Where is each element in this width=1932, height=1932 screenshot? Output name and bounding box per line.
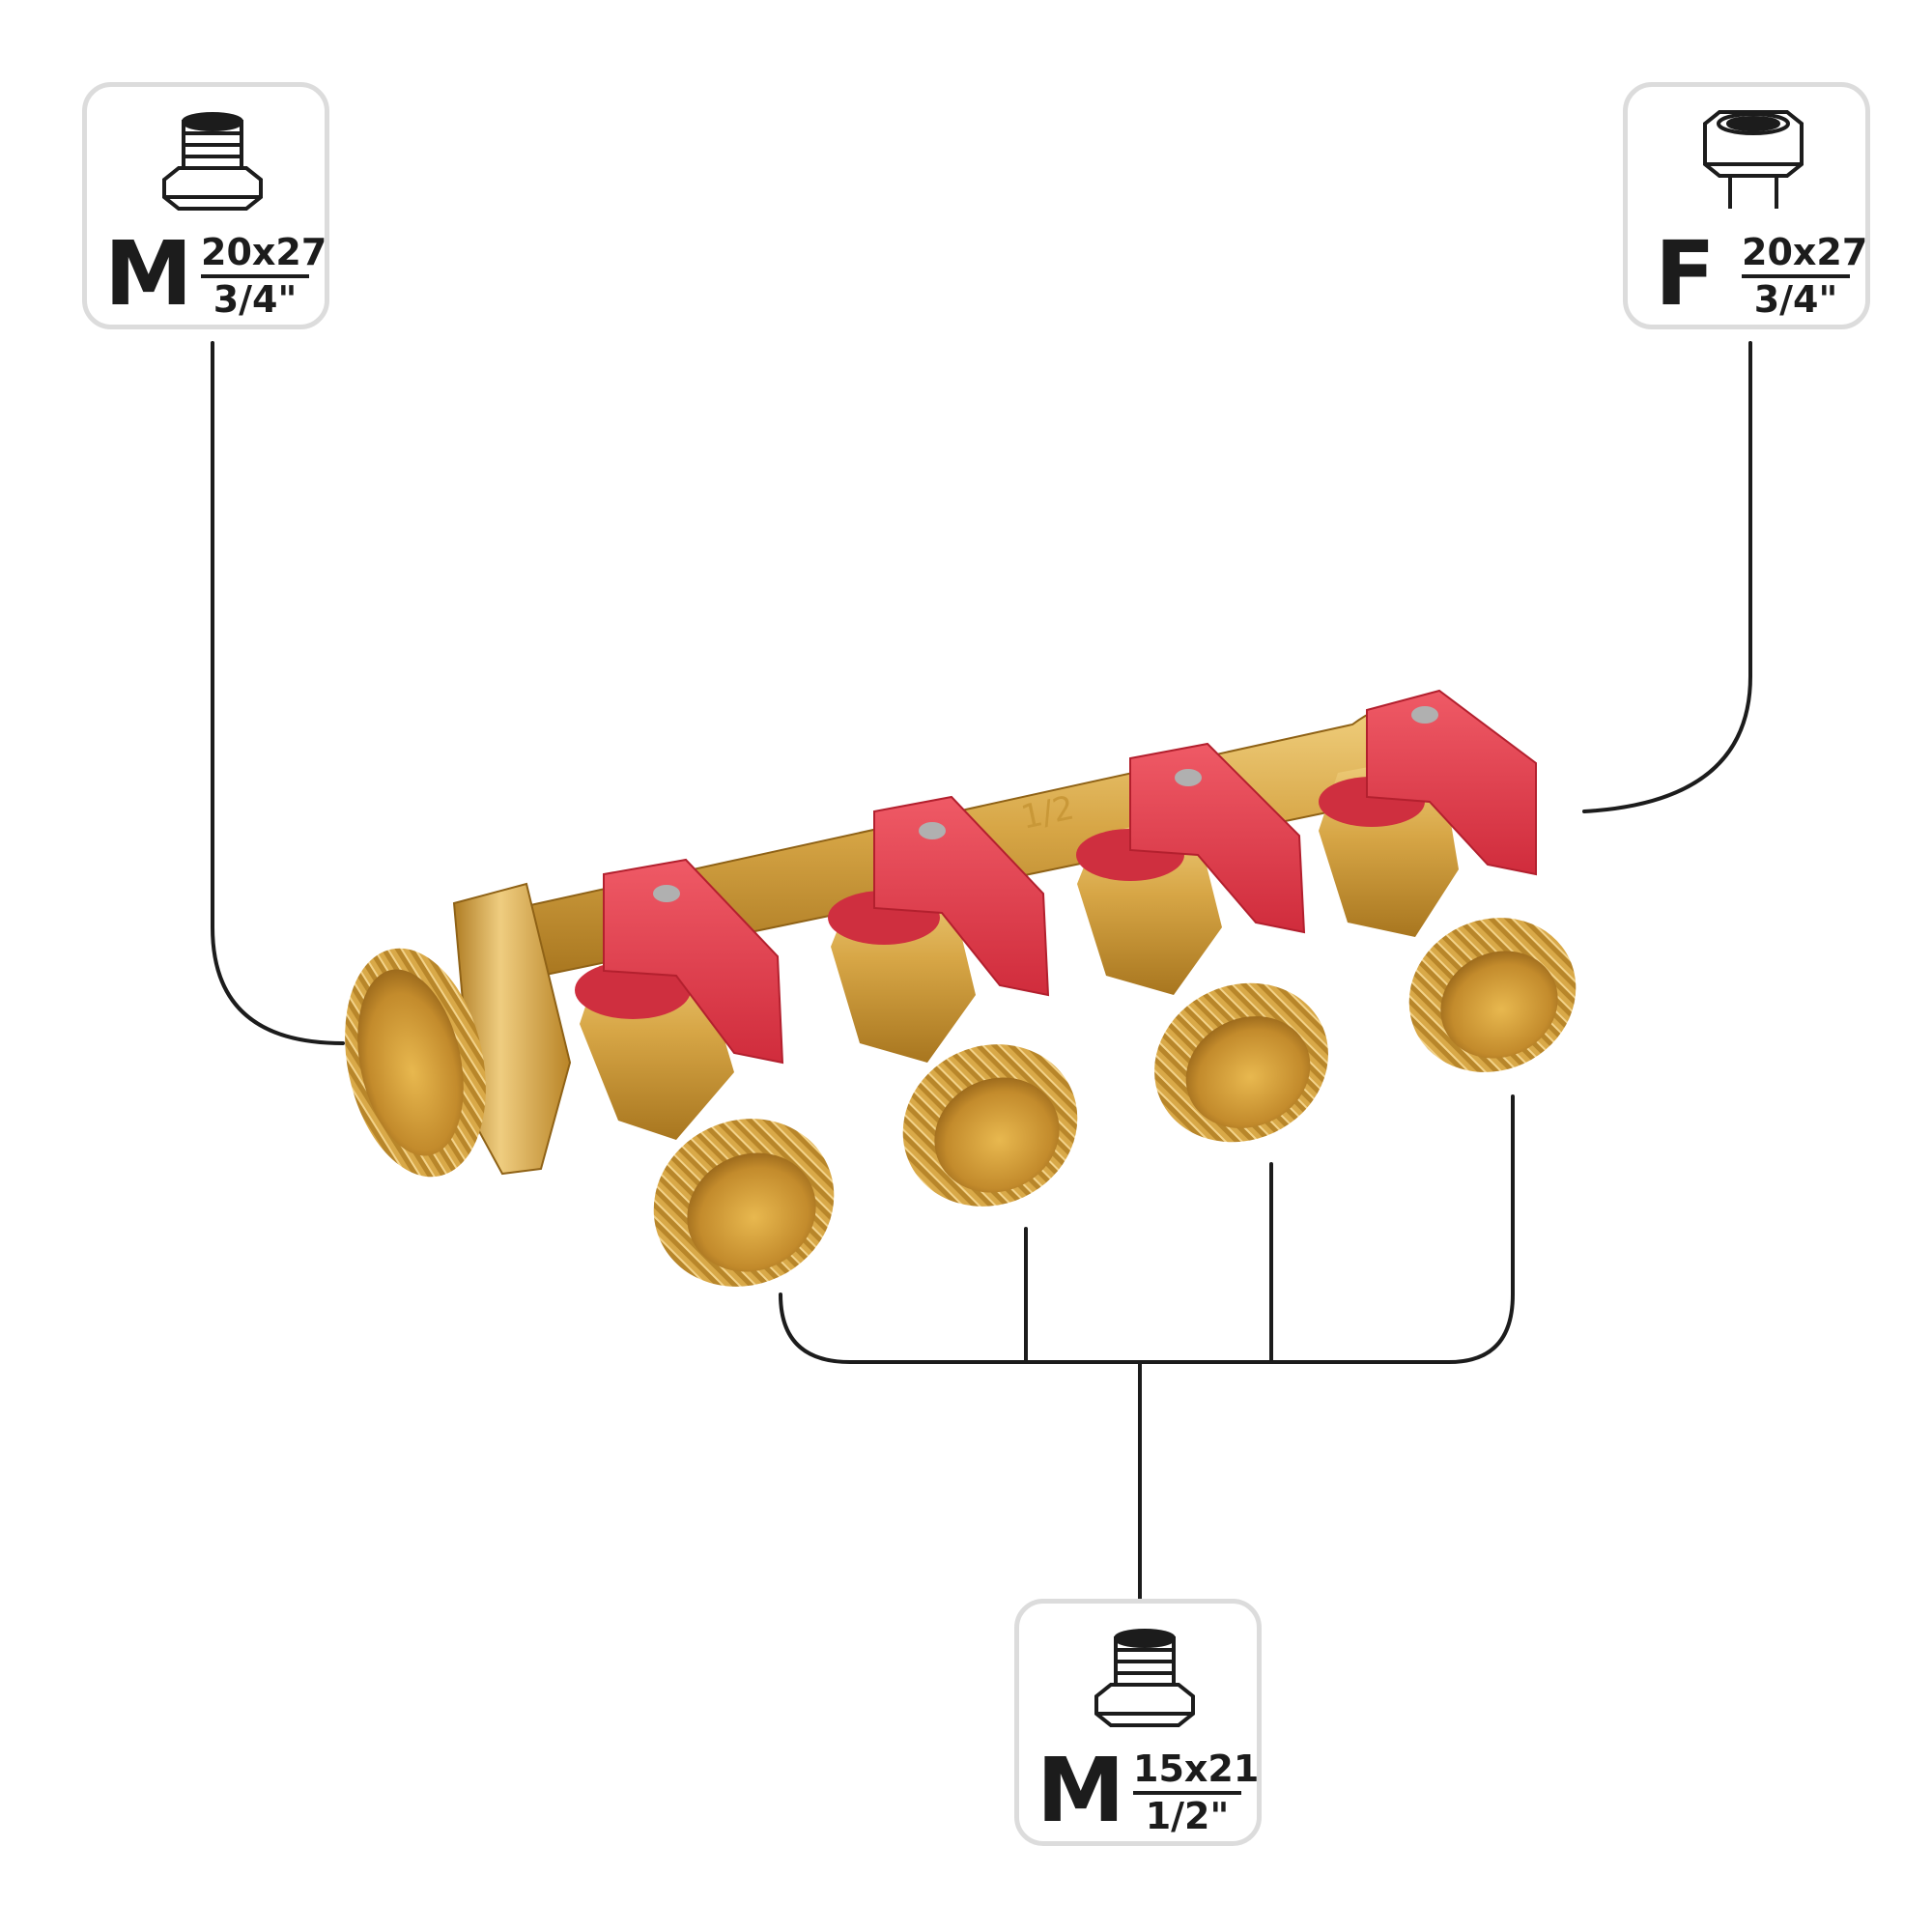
badge-inlet-male: M 20x27 3/4" bbox=[82, 82, 329, 329]
valve-handle-3 bbox=[1076, 742, 1306, 934]
badge-inlet-female: F 20x27 3/4" bbox=[1623, 82, 1870, 329]
badge-fraction: 20x27 3/4" bbox=[1742, 232, 1867, 321]
metric-size: 20x27 bbox=[1742, 232, 1867, 278]
badge-letter: M bbox=[1037, 1739, 1125, 1842]
callout-lines bbox=[211, 341, 1752, 1601]
inlet-female-callout bbox=[1582, 341, 1752, 813]
inch-size: 3/4" bbox=[213, 278, 298, 321]
inlet-male-callout bbox=[211, 341, 345, 1045]
female-thread-fitting-icon bbox=[1703, 110, 1804, 209]
outlets-callout-bracket bbox=[779, 1094, 1515, 1364]
metric-size: 15x21 bbox=[1133, 1748, 1259, 1795]
inch-size: 1/2" bbox=[1145, 1795, 1230, 1837]
valve-handle-4 bbox=[1319, 689, 1537, 876]
male-thread-fitting-icon bbox=[1094, 1629, 1195, 1727]
badge-letter: F bbox=[1655, 222, 1716, 326]
manifold: 1/2 bbox=[345, 689, 1577, 1287]
badge-fraction: 15x21 1/2" bbox=[1133, 1748, 1259, 1837]
inlet-male-port bbox=[345, 882, 572, 1178]
badge-letter: M bbox=[104, 222, 193, 326]
metric-size: 20x27 bbox=[201, 232, 327, 278]
valve-handle-1 bbox=[575, 858, 784, 1065]
valve-handle-2 bbox=[828, 795, 1050, 997]
badge-fraction: 20x27 3/4" bbox=[201, 232, 327, 321]
inch-size: 3/4" bbox=[1753, 278, 1838, 321]
badge-outlets: M 15x21 1/2" bbox=[1014, 1599, 1262, 1846]
male-thread-fitting-icon bbox=[162, 112, 263, 211]
